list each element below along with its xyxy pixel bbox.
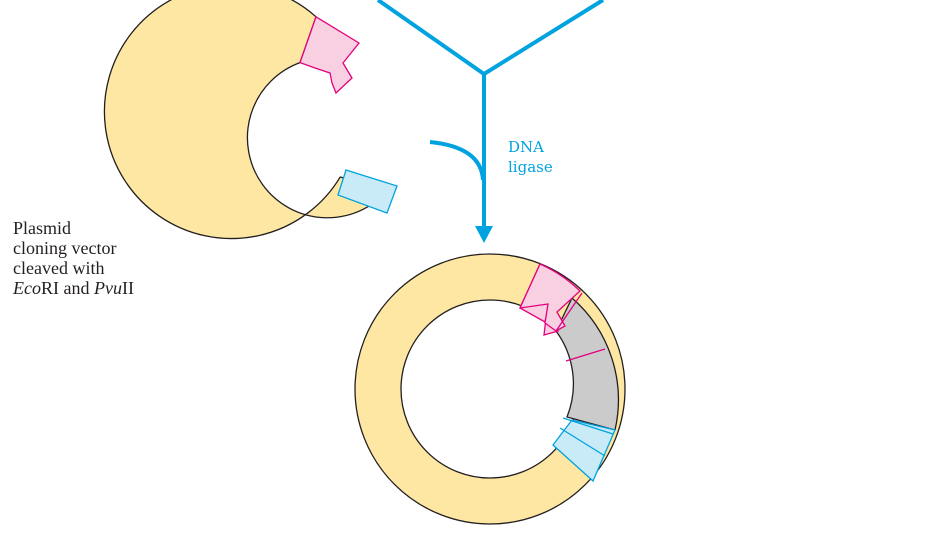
ecori-italic: Eco — [13, 278, 41, 298]
cleaved-plasmid-backbone — [103, 0, 392, 240]
plasmid-label-line2: cloning vector — [13, 238, 117, 258]
merge-lines — [376, 0, 605, 243]
pvuii-italic: Pvu — [93, 278, 122, 298]
merge-line-left — [376, 0, 486, 76]
pvuii-suffix: II — [121, 278, 134, 298]
curved-input-arrow — [429, 140, 485, 181]
cleaved-plasmid-pvuii-end — [337, 169, 398, 214]
merge-line-right — [482, 0, 605, 76]
enzyme-label: DNA ligase — [508, 138, 553, 176]
ecori-junction-fill — [518, 263, 581, 332]
plasmid-label-line4: EcoRI and PvuII — [13, 278, 134, 298]
ecori-insert-boundary — [555, 292, 606, 362]
recombinant-plasmid — [354, 253, 626, 525]
pvuii-junction — [552, 419, 616, 483]
enzyme-label-line2: ligase — [508, 158, 553, 176]
merge-arrow-head — [475, 226, 493, 243]
ecori-suffix: RI and — [40, 278, 94, 298]
recombinant-outer-outline — [354, 253, 626, 525]
cleaved-plasmid — [103, 0, 398, 240]
enzyme-label-line1: DNA — [508, 138, 544, 156]
plasmid-label: Plasmid cloning vector cleaved with EcoR… — [13, 218, 134, 298]
plasmid-label-line3: cleaved with — [13, 258, 105, 278]
pvuii-insert-boundary — [559, 417, 614, 457]
plasmid-label-line1: Plasmid — [13, 218, 72, 238]
cleaved-plasmid-ecori-end — [299, 15, 360, 95]
